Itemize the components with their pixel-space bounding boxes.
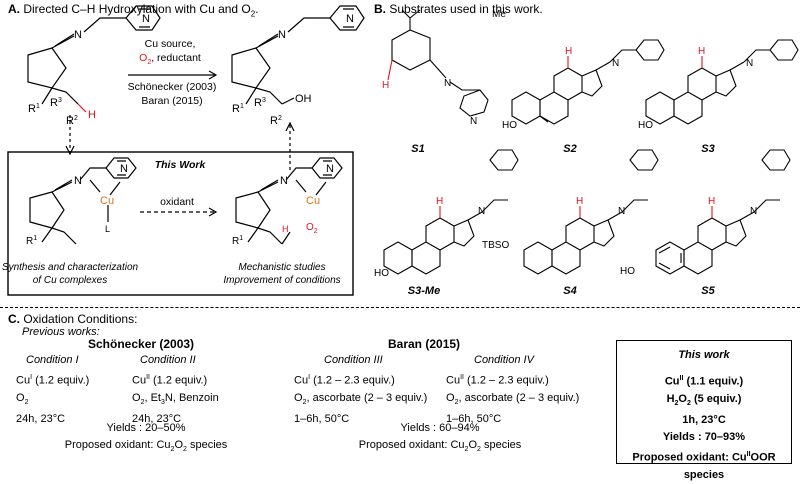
s3me-steroid <box>383 149 519 275</box>
atom-oh: OH <box>295 93 312 105</box>
section-b-substrates: H N N HO H N HO H N Me HO H N TBSO H N H… <box>374 9 799 297</box>
this-work-title: This work <box>678 349 730 361</box>
s2-steroid <box>511 39 665 125</box>
condition-1: Condition I CuI (1.2 equiv.) O2 24h, 23°… <box>16 354 90 425</box>
svg-text:HO: HO <box>638 120 653 131</box>
svg-text:N: N <box>280 175 288 187</box>
arrow-reagent-1: Cu source, <box>145 38 196 50</box>
atom-n: N <box>346 13 354 25</box>
svg-text:H: H <box>565 46 572 57</box>
section-c-title: C. Oxidation Conditions: <box>8 312 138 326</box>
schonecker-title: Schönecker (2003) <box>88 337 195 351</box>
oxidant-label: oxidant <box>160 196 194 208</box>
s3-steroid <box>645 39 799 125</box>
atom-cu: Cu <box>306 195 320 207</box>
svg-text:TBSO: TBSO <box>482 240 509 251</box>
s1-core <box>391 29 431 71</box>
this-work-time: 1h, 23°C <box>682 413 726 426</box>
svg-text:N: N <box>444 78 451 89</box>
svg-text:Me: Me <box>492 9 506 20</box>
this-work-yields: Yields : 70–93% <box>662 430 746 443</box>
condition-3: Condition III CuI (1.2 – 2.3 equiv.) O2,… <box>294 354 428 425</box>
baran-title: Baran (2015) <box>388 337 461 351</box>
svg-text:HO: HO <box>374 268 389 279</box>
previous-works-label: Previous works: <box>22 326 100 338</box>
svg-text:R3: R3 <box>50 97 62 109</box>
caption-right-1: Mechanistic studies <box>238 262 325 273</box>
atom-cu: Cu <box>100 195 114 207</box>
svg-text:H: H <box>698 46 705 57</box>
atom-n: N <box>142 13 150 25</box>
svg-text:R1: R1 <box>28 103 40 115</box>
section-b-title: B. Substrates used in this work. <box>374 2 543 16</box>
caption-left-2: of Cu complexes <box>33 275 107 286</box>
this-work-label: This Work <box>155 159 207 171</box>
svg-text:R1: R1 <box>26 235 37 247</box>
svg-text:N: N <box>746 58 753 69</box>
svg-text:N: N <box>478 206 485 217</box>
product-pyridine <box>329 5 365 31</box>
svg-text:HO: HO <box>502 120 517 131</box>
svg-text:N: N <box>470 116 477 127</box>
svg-text:R3: R3 <box>254 97 266 109</box>
svg-text:N: N <box>618 206 625 217</box>
this-work-cu: CuII (1.1 equiv.) <box>664 375 744 388</box>
svg-text:H: H <box>436 196 443 207</box>
schonecker-summary: Yields : 20–50% Proposed oxidant: Cu2O2 … <box>64 422 228 454</box>
caption-left-1: Synthesis and characterization <box>2 262 139 273</box>
arrow-reagent-2: O2, reductant <box>139 52 201 66</box>
svg-text:H: H <box>282 224 289 234</box>
compound-label-s4: S4 <box>563 285 576 297</box>
condition-4: Condition IV CuII (1.2 – 2.3 equiv.) O2,… <box>446 354 580 425</box>
s5-steroid <box>655 149 791 275</box>
atom-n: N <box>278 29 286 41</box>
svg-text:HO: HO <box>620 266 635 277</box>
section-a-title: A. Directed C–H Hydroxylation with Cu an… <box>8 2 259 19</box>
atom-n: N <box>74 29 82 41</box>
product-ring <box>231 47 271 89</box>
this-work-oxidant: Proposed oxidant: CuIIOOR species <box>632 450 776 481</box>
compound-label-s3: S3 <box>701 143 714 155</box>
svg-text:R1: R1 <box>232 235 243 247</box>
baran-summary: Yields : 60–94% Proposed oxidant: Cu2O2 … <box>358 422 522 454</box>
compound-label-s3me: S3-Me <box>408 285 440 297</box>
arrow-ref-2: Baran (2015) <box>141 95 202 107</box>
reactant-pyridine <box>125 5 161 31</box>
section-divider <box>0 307 800 308</box>
svg-text:L: L <box>105 224 110 234</box>
this-work-h2o2: H2O2 (5 equiv.) <box>666 392 742 407</box>
svg-text:R1: R1 <box>232 103 244 115</box>
this-work-conditions-box: This work CuII (1.1 equiv.) H2O2 (5 equi… <box>616 340 792 481</box>
svg-text:N: N <box>612 58 619 69</box>
svg-text:O2: O2 <box>306 222 318 235</box>
condition-2: Condition II CuII (1.2 equiv.) O2, Et3N,… <box>132 354 219 425</box>
svg-text:R2: R2 <box>66 115 78 127</box>
compound-label-s5: S5 <box>701 285 715 297</box>
s4-steroid <box>523 149 659 275</box>
svg-text:H: H <box>708 196 715 207</box>
svg-text:N: N <box>750 206 757 217</box>
reactant-ring <box>27 47 67 89</box>
compound-label-s2: S2 <box>563 143 576 155</box>
svg-text:H: H <box>382 80 389 91</box>
compound-label-s1: S1 <box>411 143 424 155</box>
svg-text:R2: R2 <box>270 115 282 127</box>
arrow-ref-1: Schönecker (2003) <box>128 81 217 93</box>
svg-text:N: N <box>74 175 82 187</box>
this-work-box <box>7 151 354 296</box>
svg-text:N: N <box>120 163 128 175</box>
svg-text:N: N <box>326 163 334 175</box>
svg-text:H: H <box>576 196 583 207</box>
caption-right-2: Improvement of conditions <box>223 275 340 286</box>
atom-h-red: H <box>88 109 96 121</box>
section-a-scheme: N N H N N OH R1 R3 R2 R1 R3 R2 N N Cu L … <box>2 5 365 296</box>
